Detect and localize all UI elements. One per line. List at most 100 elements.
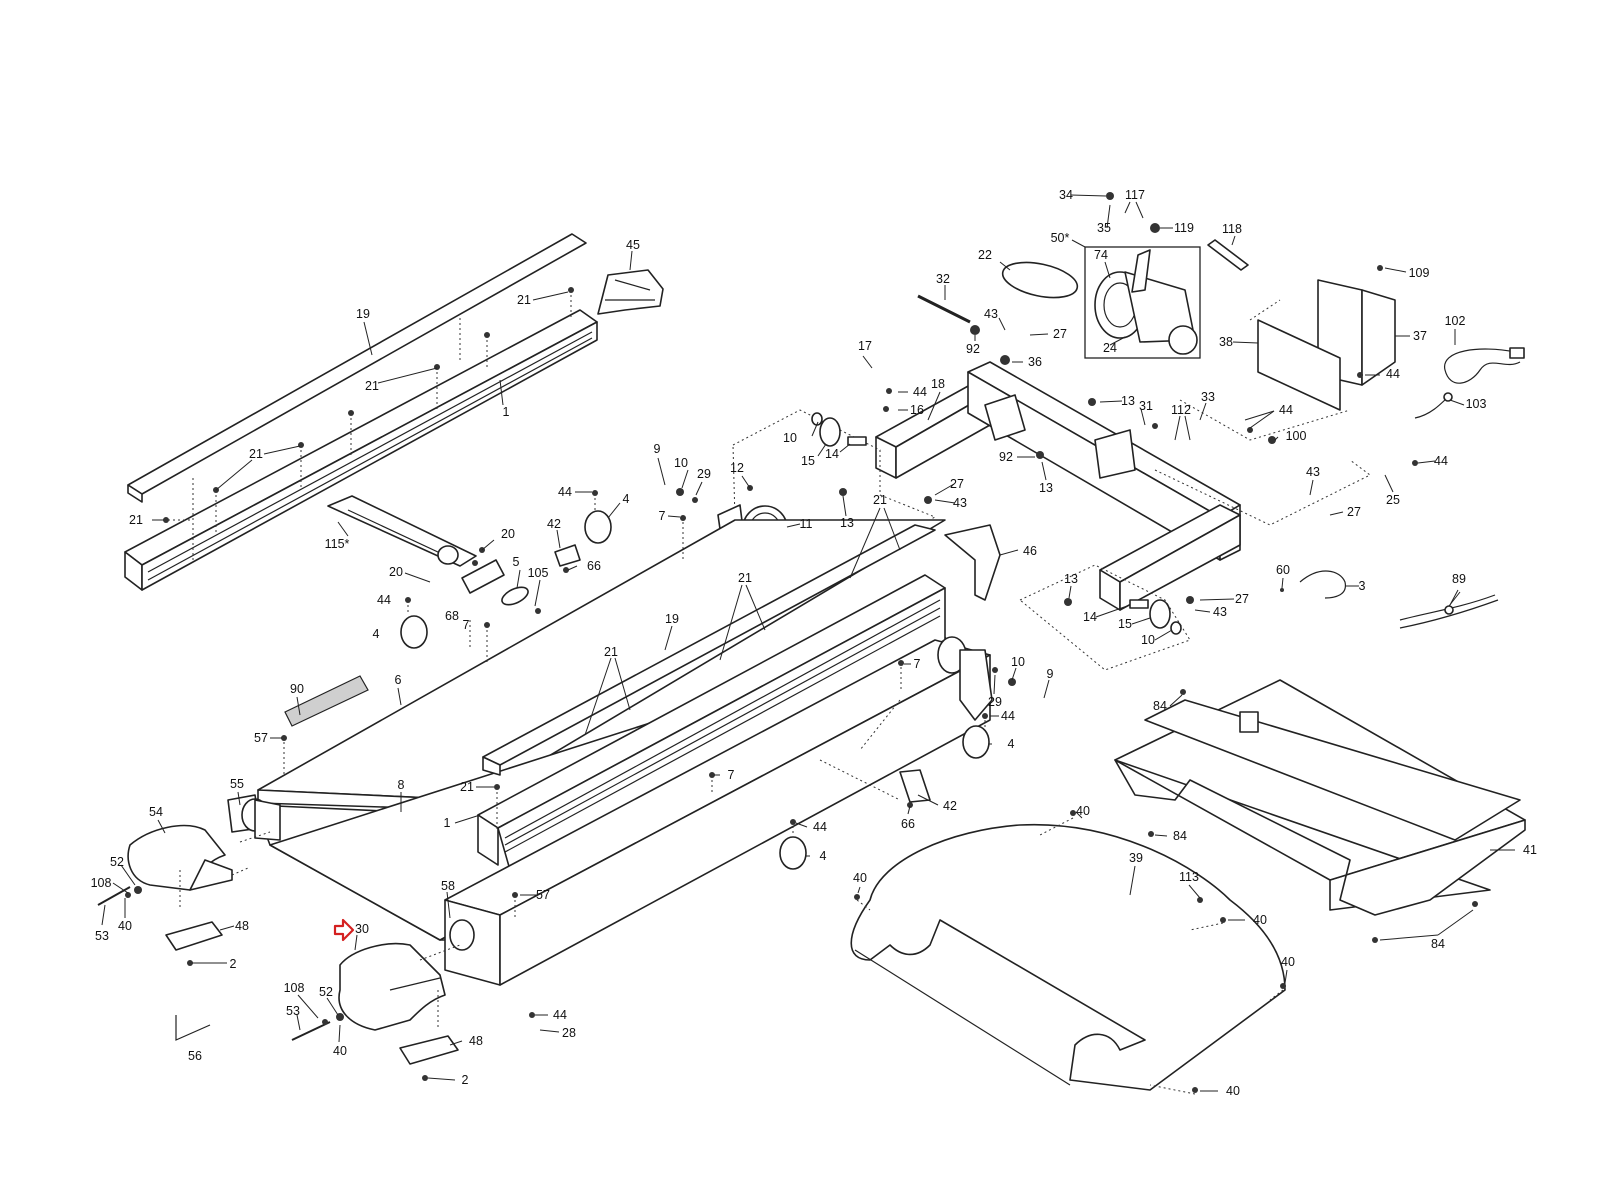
bolt-32: [917, 294, 971, 324]
upright-base-frame: [875, 361, 1241, 611]
part-label: 13: [1064, 572, 1078, 586]
part-label: 22: [978, 248, 992, 262]
pin-118: [1207, 239, 1249, 271]
part-label: 21: [249, 447, 263, 461]
part-label: 42: [547, 517, 561, 531]
part-label: 92: [966, 342, 980, 356]
part-label: 18: [931, 377, 945, 391]
highlighted-part-label: 30: [355, 922, 369, 936]
part-label: 48: [235, 919, 249, 933]
shaft-115: [327, 495, 477, 567]
part-label: 13: [1039, 481, 1053, 495]
bolt-53-right: [291, 1021, 331, 1041]
wire-harness-89: [1399, 594, 1499, 629]
part-label: 119: [1174, 221, 1194, 235]
part-label: 53: [95, 929, 109, 943]
part-label: 41: [1523, 843, 1537, 857]
part-label: 40: [1253, 913, 1267, 927]
part-label: 9: [654, 442, 661, 456]
part-label: 29: [988, 695, 1002, 709]
part-label: 58: [441, 879, 455, 893]
part-label: 13: [840, 516, 854, 530]
part-label: 7: [659, 509, 666, 523]
part-label: 19: [356, 307, 370, 321]
wire-3: [1299, 570, 1347, 599]
motor-hood-39: [850, 823, 1286, 1091]
part-label: 44: [1279, 403, 1293, 417]
part-label: 10: [1141, 633, 1155, 647]
dashed-callout-lines: [179, 498, 1284, 1095]
part-label: 84: [1431, 937, 1445, 951]
part-label: 90: [290, 682, 304, 696]
hardware-fasteners: [125, 192, 1478, 1093]
part-label: 19: [665, 612, 679, 626]
part-label: 46: [1023, 544, 1037, 558]
part-label: 4: [1008, 737, 1015, 751]
left-rail-fastener-lines: [168, 290, 572, 560]
part-label: 102: [1445, 314, 1466, 328]
part-label: 108: [284, 981, 305, 995]
motor-assembly-box: [1084, 246, 1201, 359]
part-label: 15: [1118, 617, 1132, 631]
part-label: 10: [783, 431, 797, 445]
part-label: 118: [1222, 222, 1242, 236]
part-label: 56: [188, 1049, 202, 1063]
part-label: 50*: [1051, 231, 1070, 245]
part-label: 13: [1121, 394, 1135, 408]
part-label: 44: [1001, 709, 1015, 723]
part-label: 66: [901, 817, 915, 831]
part-label: 21: [738, 571, 752, 585]
part-label: 27: [950, 477, 964, 491]
part-label: 25: [1386, 493, 1400, 507]
highlight-arrow-icon: [333, 918, 355, 942]
rear-end-cap-left-45: [597, 269, 664, 315]
part-label: 113: [1179, 870, 1199, 884]
part-label: 3: [1359, 579, 1366, 593]
part-label: 45: [626, 238, 640, 252]
part-label: 40: [1226, 1084, 1240, 1098]
part-label: 21: [604, 645, 618, 659]
part-label: 40: [1281, 955, 1295, 969]
part-label: 52: [319, 985, 333, 999]
part-label: 29: [697, 467, 711, 481]
hex-key-56: [175, 1015, 211, 1041]
part-label: 40: [118, 919, 132, 933]
rear-frame-58: [444, 636, 993, 986]
part-label: 21: [365, 379, 379, 393]
part-label: 4: [820, 849, 827, 863]
left-side-rail: [124, 233, 598, 591]
part-label: 2: [230, 957, 237, 971]
part-label: 16: [910, 403, 924, 417]
part-label: 1: [503, 405, 510, 419]
part-label: 89: [1452, 572, 1466, 586]
part-label: 7: [463, 618, 470, 632]
part-label: 100: [1286, 429, 1307, 443]
part-label: 37: [1413, 329, 1427, 343]
part-label: 32: [936, 272, 950, 286]
right-side-rail: [477, 524, 946, 871]
part-label: 40: [333, 1044, 347, 1058]
part-label: 115*: [325, 537, 350, 551]
part-label: 36: [1028, 355, 1042, 369]
part-label: 105: [528, 566, 549, 580]
part-label: 44: [558, 485, 572, 499]
part-label: 28: [562, 1026, 576, 1040]
part-label: 84: [1173, 829, 1187, 843]
part-label: 44: [377, 593, 391, 607]
part-label: 7: [914, 657, 921, 671]
rear-end-cap-left-54: [127, 824, 233, 891]
part-label: 15: [801, 454, 815, 468]
part-label: 11: [800, 517, 813, 531]
part-label: 40: [853, 871, 867, 885]
part-label: 27: [1235, 592, 1249, 606]
part-label: 44: [553, 1008, 567, 1022]
part-label: 10: [674, 456, 688, 470]
front-roller-parts: [811, 412, 1182, 635]
part-label: 60: [1276, 563, 1290, 577]
drive-belt-22: [1001, 261, 1079, 299]
controller-board-37-38: [1257, 279, 1396, 411]
part-label: 55: [230, 777, 244, 791]
part-label: 7: [728, 768, 735, 782]
part-label: 14: [825, 447, 839, 461]
part-label: 44: [1386, 367, 1400, 381]
